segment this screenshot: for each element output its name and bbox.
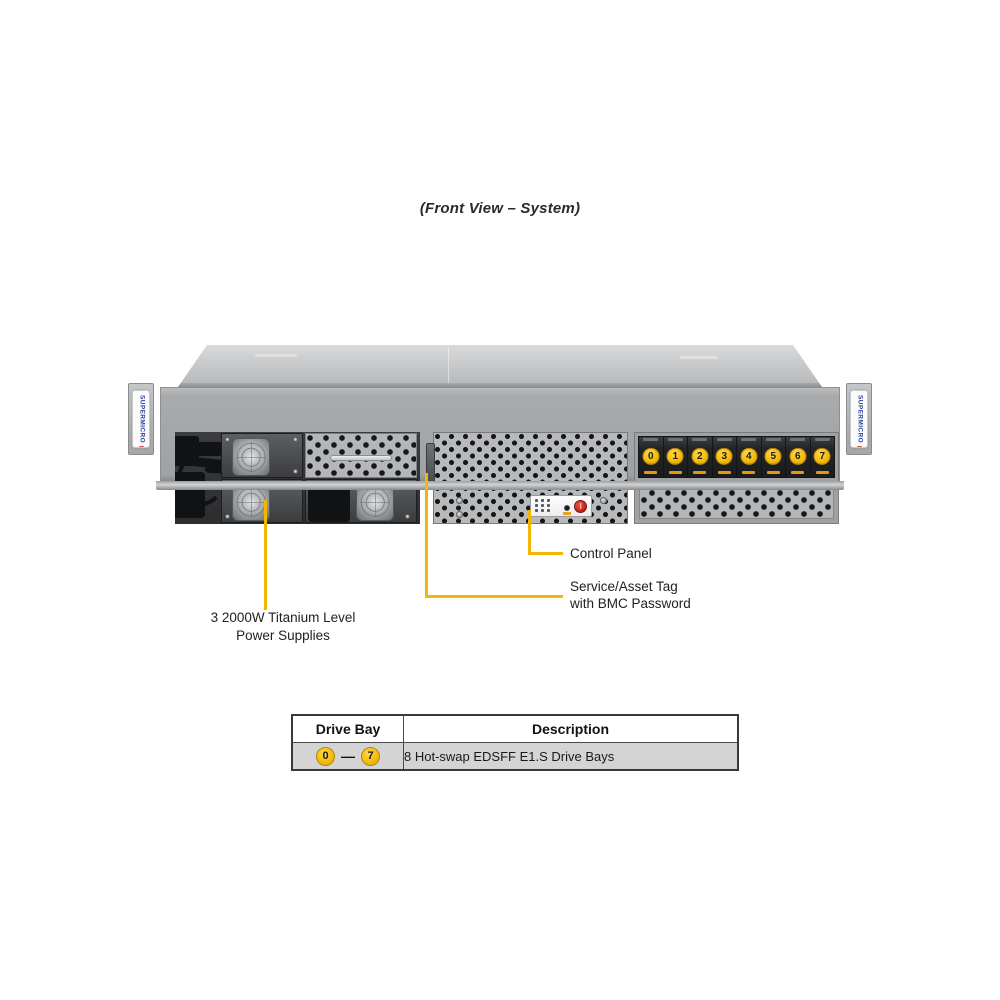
chassis-front-face: 0 1 2 3 [160,387,840,524]
callout-label-service-asset-tag: Service/Asset Tag with BMC Password [570,579,691,611]
drive-activity-led-icon [815,471,829,474]
chassis-top-lid [178,345,822,387]
table-header-description: Description [403,714,739,743]
drive-bay-4[interactable]: 4 [737,437,761,477]
uid-indicator-icon [563,512,571,515]
lid-dimple [680,356,719,359]
drive-bay-badge: 0 [642,447,660,465]
server-chassis-front-view: SUPERMICRO SUPERMICRO [128,345,872,530]
drive-bay-badge: 5 [764,447,782,465]
callout-label-power-supplies: 3 2000W Titanium Level Power Supplies [210,610,356,643]
power-supply-zone [175,432,420,524]
brand-tag-right: SUPERMICRO [850,390,868,448]
brand-dot-icon [138,446,144,447]
lid-dimple [255,354,298,357]
screw-icon [293,437,298,442]
brand-dot-icon [856,446,862,447]
screw-icon [405,514,410,519]
drive-bay-6[interactable]: 6 [786,437,810,477]
bay-range-start-badge: 0 [316,746,335,766]
callout-label-control-panel: Control Panel [570,546,652,561]
fan-blade [359,501,391,504]
drive-activity-led-icon [693,471,707,474]
drive-bay-1[interactable]: 1 [663,437,687,477]
figure-caption: (Front View – System) [419,200,581,217]
drive-bay-badge: 1 [666,447,684,465]
carrier-tab [692,438,708,441]
rack-ear-right: SUPERMICRO [846,383,872,455]
table-cell-description: 8 Hot-swap EDSFF E1.S Drive Bays [403,742,739,771]
fan-blade [250,486,253,518]
power-cable [177,452,225,506]
bay-range-dash: — [341,748,355,764]
drive-bay-badge: 6 [789,447,807,465]
table-row: 0 — 7 8 Hot-swap EDSFF E1.S Drive Bays [291,742,739,771]
table-header-row: Drive Bay Description [291,714,739,743]
carrier-tab [765,438,781,441]
fan-blade [235,501,267,504]
center-air-intake-module [426,432,628,524]
status-led-cluster-icon [535,499,559,515]
chassis-bottom-rail [156,481,844,490]
carrier-tab [741,438,757,441]
drive-activity-led-icon [742,471,756,474]
fan-blade [374,486,377,518]
callout-line-service-tag-vertical [425,473,428,598]
psu-blank-panel[interactable] [305,433,417,478]
table-header-drive-bay: Drive Bay [291,714,404,743]
reset-button[interactable] [564,505,570,511]
brand-label: SUPERMICRO [138,395,146,444]
callout-line-control-panel-horizontal [528,552,563,555]
drive-bay-badge: 2 [691,447,709,465]
brand-label: SUPERMICRO [856,395,864,444]
control-panel[interactable] [530,495,592,517]
screw-icon [225,514,230,519]
drive-bay-badge: 4 [740,447,758,465]
callout-line-service-tag-horizontal [425,595,563,598]
screw-icon [456,497,463,504]
screw-icon [600,497,607,504]
drive-bay-badge: 3 [715,447,733,465]
carrier-tab [667,438,683,441]
drive-activity-led-icon [791,471,805,474]
drive-bay-zone: 0 1 2 3 [634,432,839,524]
table-cell-bay-range: 0 — 7 [291,742,404,771]
drive-bay-7[interactable]: 7 [810,437,834,477]
screw-icon [225,437,230,442]
drive-bay-row: 0 1 2 3 [638,436,835,478]
power-supply-module-1[interactable] [221,433,303,478]
rack-ear-left: SUPERMICRO [128,383,154,455]
brand-tag-left: SUPERMICRO [132,390,150,448]
callout-line-power-supplies [264,500,267,610]
drive-bay-0[interactable]: 0 [639,437,663,477]
drive-bay-5[interactable]: 5 [761,437,785,477]
blank-panel-handle[interactable] [330,454,392,461]
screw-icon [293,469,298,474]
power-button[interactable] [574,500,587,513]
carrier-tab [790,438,806,441]
drive-activity-led-icon [644,471,658,474]
fan-blade [235,456,267,459]
drive-bay-table: Drive Bay Description 0 — 7 8 Hot-swap EDS… [291,714,739,771]
fan-blade [250,441,253,473]
drive-activity-led-icon [766,471,780,474]
drive-activity-led-icon [668,471,682,474]
callout-line-control-panel-vertical [528,510,531,555]
drive-bay-badge: 7 [813,447,831,465]
screw-icon [456,511,463,518]
power-cable [179,442,225,456]
carrier-tab [814,438,830,441]
carrier-tab [716,438,732,441]
psu-fan-icon [232,438,270,476]
bay-range-end-badge: 7 [361,746,380,766]
carrier-tab [643,438,659,441]
drive-bay-2[interactable]: 2 [688,437,712,477]
lid-seam [448,347,450,385]
drive-bay-3[interactable]: 3 [712,437,736,477]
drive-activity-led-icon [717,471,731,474]
